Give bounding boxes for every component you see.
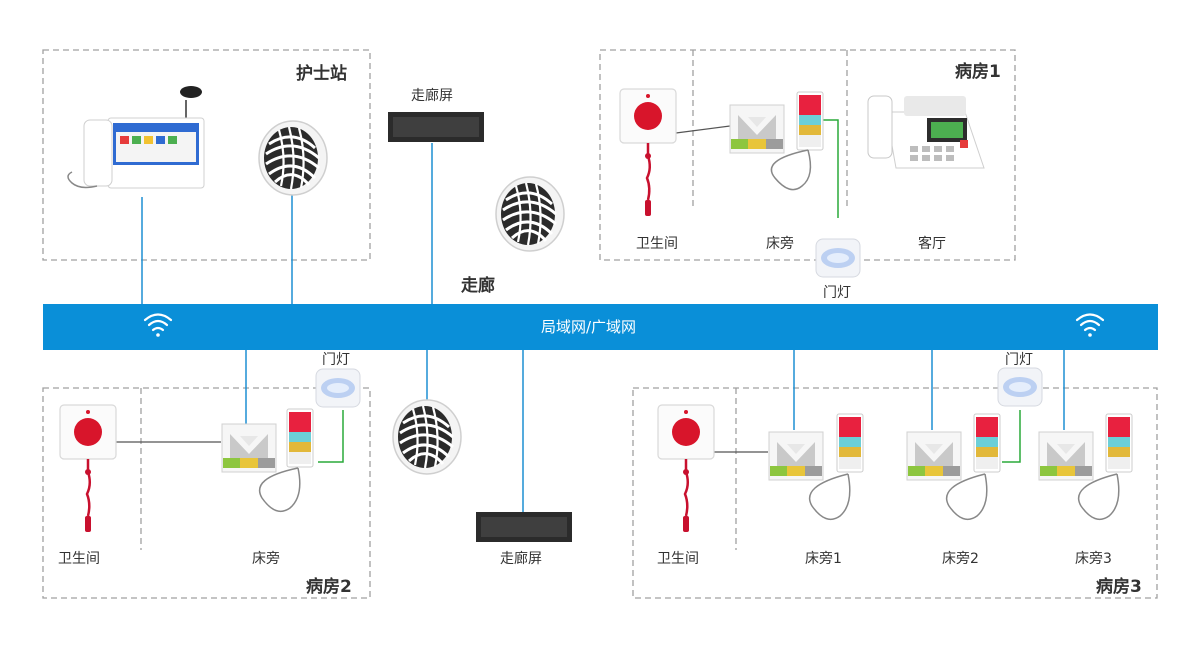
network-label: 局域网/广域网 [541, 318, 637, 336]
bedside-terminal-icon [729, 104, 785, 154]
corridor-screen-label: 走廊屏 [500, 551, 542, 567]
handset-icon [836, 413, 864, 473]
door-light-label: 门灯 [1005, 352, 1033, 368]
corridor-screen-icon [476, 512, 572, 542]
ward3-bedside2-label: 床旁2 [942, 551, 979, 567]
ceiling-speaker-icon [391, 398, 463, 476]
bedside-terminal-icon [1038, 431, 1094, 481]
ceiling-speaker-icon [257, 119, 329, 197]
door-light-label: 门灯 [322, 352, 350, 368]
ward1-restroom-label: 卫生间 [636, 236, 678, 252]
ceiling-speaker-icon [494, 175, 566, 253]
corridor-screen-label: 走廊屏 [411, 88, 453, 104]
pull-cord-alarm-icon [618, 87, 678, 218]
ward1-bedside-label: 床旁 [766, 236, 794, 252]
nurse-station-title: 护士站 [296, 64, 347, 84]
ward1-livingroom-label: 客厅 [918, 236, 946, 252]
pull-cord-alarm-icon [58, 403, 118, 534]
nurse-station-zone [42, 49, 371, 261]
ward1-title: 病房1 [955, 62, 1001, 82]
ward3-title: 病房3 [1096, 577, 1142, 597]
door-light-icon [315, 368, 361, 408]
ward3-bedside3-label: 床旁3 [1075, 551, 1112, 567]
ward3-restroom-label: 卫生间 [657, 551, 699, 567]
handset-icon [796, 91, 824, 151]
ip-phone-icon [867, 95, 985, 169]
handset-icon [973, 413, 1001, 473]
corridor-screen-icon [388, 112, 484, 142]
wifi-icon [143, 313, 173, 337]
pull-cord-alarm-icon [656, 403, 716, 534]
bedside-terminal-icon [221, 423, 277, 473]
door-light-label: 门灯 [823, 285, 851, 301]
door-light-icon [997, 367, 1043, 407]
corridor-title: 走廊 [461, 276, 495, 296]
nurse-station-console-icon [67, 86, 205, 189]
wifi-icon [1075, 313, 1105, 337]
ward3-zone [632, 387, 1158, 599]
network-bar [43, 304, 1158, 350]
ward2-title: 病房2 [306, 577, 352, 597]
handset-icon [1105, 413, 1133, 473]
ward1-zone [599, 49, 1016, 261]
ward2-restroom-label: 卫生间 [58, 551, 100, 567]
ward2-bedside-label: 床旁 [252, 551, 280, 567]
ward2-zone [42, 387, 371, 599]
ward3-bedside1-label: 床旁1 [805, 551, 842, 567]
handset-icon [286, 408, 314, 468]
bedside-terminal-icon [768, 431, 824, 481]
door-light-icon [815, 238, 861, 278]
bedside-terminal-icon [906, 431, 962, 481]
